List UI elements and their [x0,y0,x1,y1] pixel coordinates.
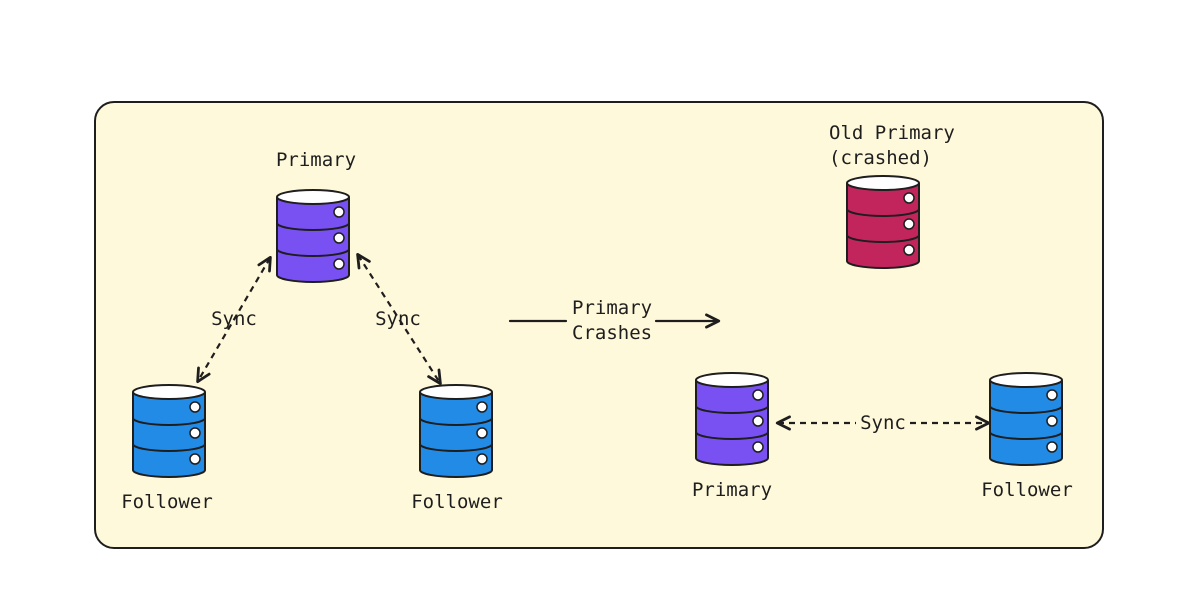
primary-database-icon [276,189,350,283]
new-primary-label: Primary [691,479,773,501]
sync-right-arrow-icon [356,252,442,386]
old-primary-label-line2: (crashed) [829,147,932,169]
sync-right-label: Sync [375,308,421,330]
old-primary-label-line1: Old Primary [829,122,955,144]
transition-label-line2: Crashes [572,322,653,344]
follower-left-database-icon [132,384,206,478]
follower-left-label: Follower [121,491,213,513]
primary-label: Primary [275,149,357,171]
transition-label-line1: Primary [572,297,653,319]
follower-right-database-icon [419,384,493,478]
new-primary-database-icon [695,372,769,466]
follower-right-label: Follower [411,491,503,513]
sync-left-label: Sync [211,308,257,330]
old-primary-crashed-database-icon [846,175,920,269]
follower-after-database-icon [989,372,1063,466]
follower-after-label: Follower [981,479,1073,501]
sync-left-arrow-icon [196,255,272,384]
sync-after-label: Sync [860,412,906,434]
